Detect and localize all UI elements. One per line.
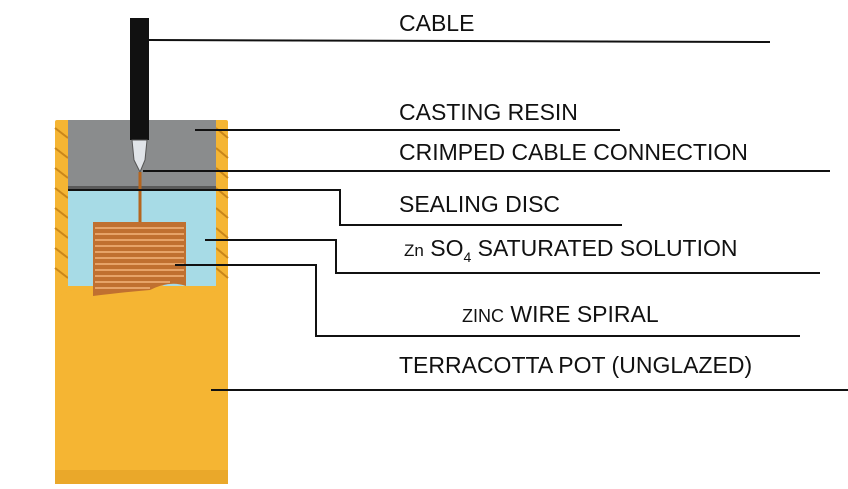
leader-sealing-disc: [68, 189, 622, 226]
leader-cable: [148, 39, 771, 43]
label-sealing-disc: SEALING DISC: [399, 191, 561, 217]
label-zn: Zn: [404, 241, 424, 260]
label-zinc-wire-spiral: ZINC WIRE SPIRAL: [462, 301, 659, 329]
label-saturated-solution: SATURATED SOLUTION: [471, 235, 738, 261]
label-terracotta-pot: TERRACOTTA POT (UNGLAZED): [399, 352, 753, 378]
label-crimped-cable-connection: CRIMPED CABLE CONNECTION: [399, 139, 748, 165]
crimp-connector: [131, 139, 148, 174]
label-wire-spiral: WIRE SPIRAL: [504, 301, 659, 327]
label-casting-resin: CASTING RESIN: [399, 99, 578, 125]
label-so: SO: [430, 235, 464, 261]
label-sub-4: 4: [463, 249, 472, 265]
sealing-disc: [68, 186, 216, 191]
label-zinc: ZINC: [462, 306, 504, 326]
leader-zinc-wire: [175, 264, 800, 337]
zinc-coil: [93, 222, 186, 296]
leader-znso4: [205, 239, 820, 274]
label-cable: CABLE: [399, 10, 475, 36]
pot-bottom-fill: [55, 283, 228, 484]
cable: [130, 18, 149, 140]
leader-lines: [68, 39, 848, 391]
pot-base-shadow: [55, 470, 228, 484]
label-znso4-solution: Zn SO4 SATURATED SOLUTION: [404, 235, 738, 270]
